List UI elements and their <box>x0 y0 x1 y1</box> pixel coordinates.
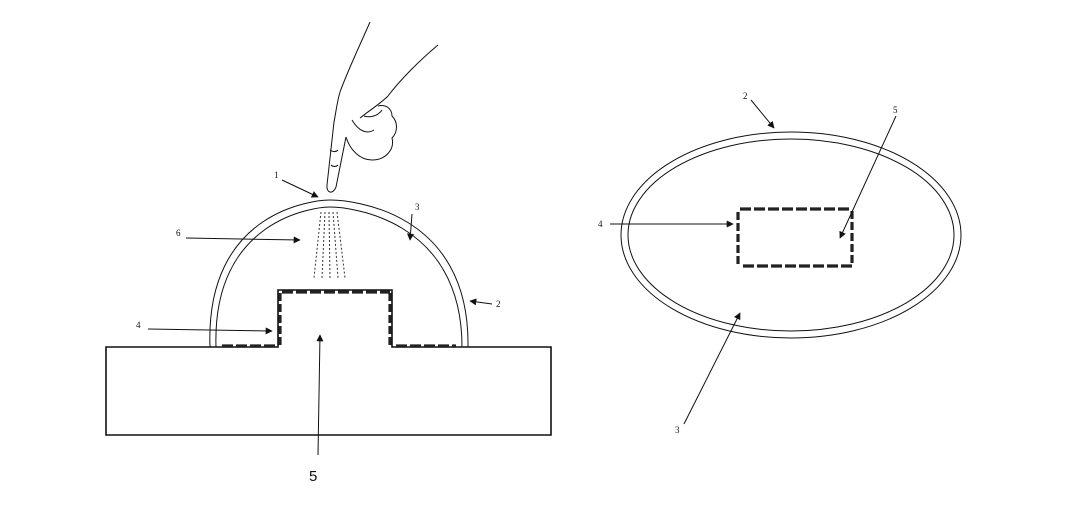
cover-inner-ellipse <box>627 138 955 332</box>
cover-outer-ellipse <box>620 131 962 339</box>
field-lines <box>313 211 346 279</box>
label-2-top: 2 <box>743 91 748 101</box>
label-3-top: 3 <box>675 425 680 435</box>
dome-cover-inner <box>215 206 463 348</box>
hand-icon <box>326 21 439 193</box>
cross-section-view: 1 6 3 2 4 5 <box>105 21 552 485</box>
label-6: 6 <box>176 228 181 238</box>
substrate-base <box>105 289 552 436</box>
top-view: 2 5 4 3 <box>598 91 962 435</box>
label-4: 4 <box>136 320 141 330</box>
label-4-top: 4 <box>598 219 603 229</box>
label-5-top: 5 <box>893 105 898 115</box>
label-1: 1 <box>274 170 279 180</box>
label-5: 5 <box>309 468 317 485</box>
label-3: 3 <box>415 202 420 212</box>
dome-cover-outer <box>209 199 469 348</box>
label-2: 2 <box>496 299 501 309</box>
